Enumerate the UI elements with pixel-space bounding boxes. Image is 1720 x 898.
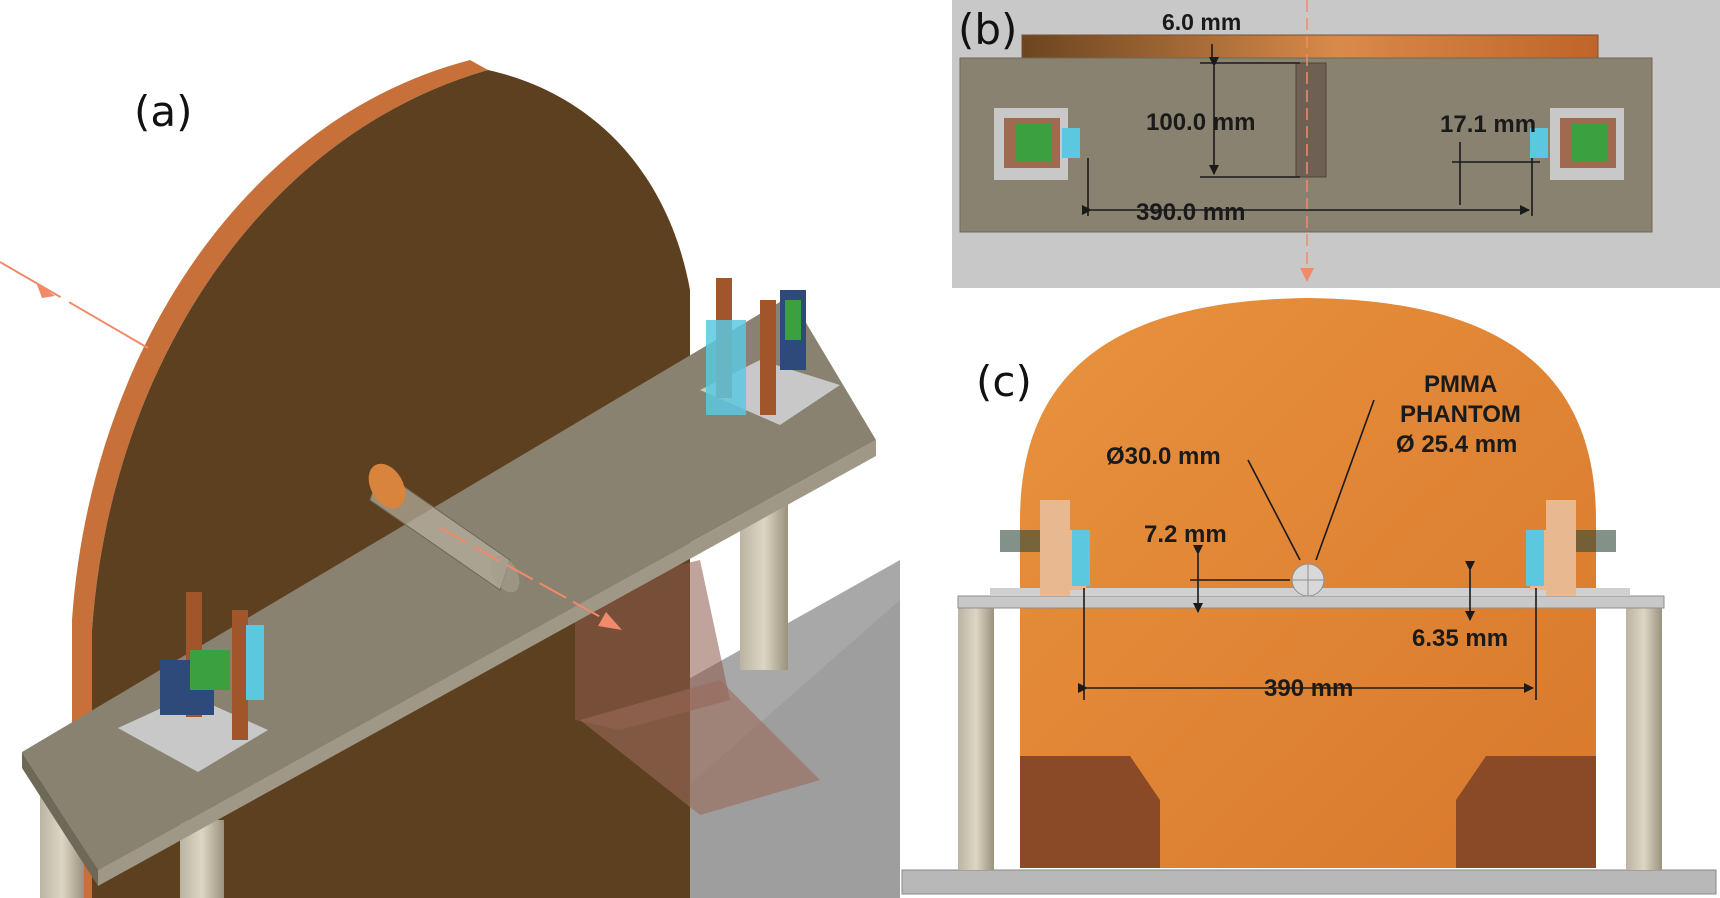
- dim-phantom-title-1: PMMA: [1424, 371, 1497, 398]
- detector-far: [700, 278, 840, 425]
- pillar-right-front: [1626, 606, 1662, 870]
- table-front-edge: [98, 440, 876, 886]
- incoming-beam-arrowhead: [36, 282, 55, 298]
- panel-a-label: (a): [134, 87, 193, 136]
- support-left-lower: [1020, 756, 1160, 868]
- panel-c: PMMA PHANTOM Ø 25.4 mm Ø30.0 mm 7.2 mm 6…: [901, 298, 1717, 895]
- panel-c-label: (c): [976, 357, 1032, 406]
- panel-a: (a): [0, 60, 900, 898]
- panel-b-label: (b): [958, 5, 1017, 54]
- table-front-view: [957, 595, 1665, 609]
- detector-right-front: [1526, 500, 1616, 596]
- dim-phantom-diameter: Ø 25.4 mm: [1396, 431, 1517, 458]
- detector-right-top: [1530, 108, 1624, 180]
- pillar-left-front: [958, 606, 994, 870]
- dim-table-thickness: 6.35 mm: [1412, 625, 1508, 652]
- incoming-beam: [0, 261, 149, 349]
- dim-plate-thickness: 6.0 mm: [1162, 9, 1241, 35]
- cylinder-phantom: [368, 463, 520, 593]
- transmitted-beam: [439, 527, 616, 626]
- detector-near: [118, 592, 268, 772]
- transmitted-beam-arrowhead: [598, 612, 622, 630]
- support-right-lower: [1456, 756, 1596, 868]
- dim-bore-diameter: Ø30.0 mm: [1106, 443, 1221, 470]
- detector-left-top: [994, 108, 1080, 180]
- beam-axis-arrowhead: [1300, 268, 1314, 282]
- dim-offset: 17.1 mm: [1440, 111, 1536, 138]
- dim-phantom-title-2: PHANTOM: [1400, 401, 1521, 428]
- detector-left-front: [1000, 500, 1090, 596]
- support-foot: [580, 680, 820, 815]
- dim-bore-leader: [1247, 459, 1301, 561]
- pillar-back: [740, 500, 788, 670]
- dim-phantom-length: 100.0 mm: [1146, 109, 1255, 136]
- dim-detector-spacing-c: 390 mm: [1264, 675, 1353, 702]
- support-bracket: [575, 560, 730, 730]
- phantom-top-view: [1295, 62, 1327, 178]
- table-edge: [22, 752, 98, 886]
- panel-b: 6.0 mm 100.0 mm 17.1 mm 390.0 mm (b): [952, 0, 1720, 288]
- dim-detector-spacing: 390.0 mm: [1136, 199, 1245, 226]
- base-plate: [901, 869, 1717, 895]
- dim-height: 7.2 mm: [1144, 521, 1227, 548]
- dim-phantom-leader: [1315, 399, 1375, 561]
